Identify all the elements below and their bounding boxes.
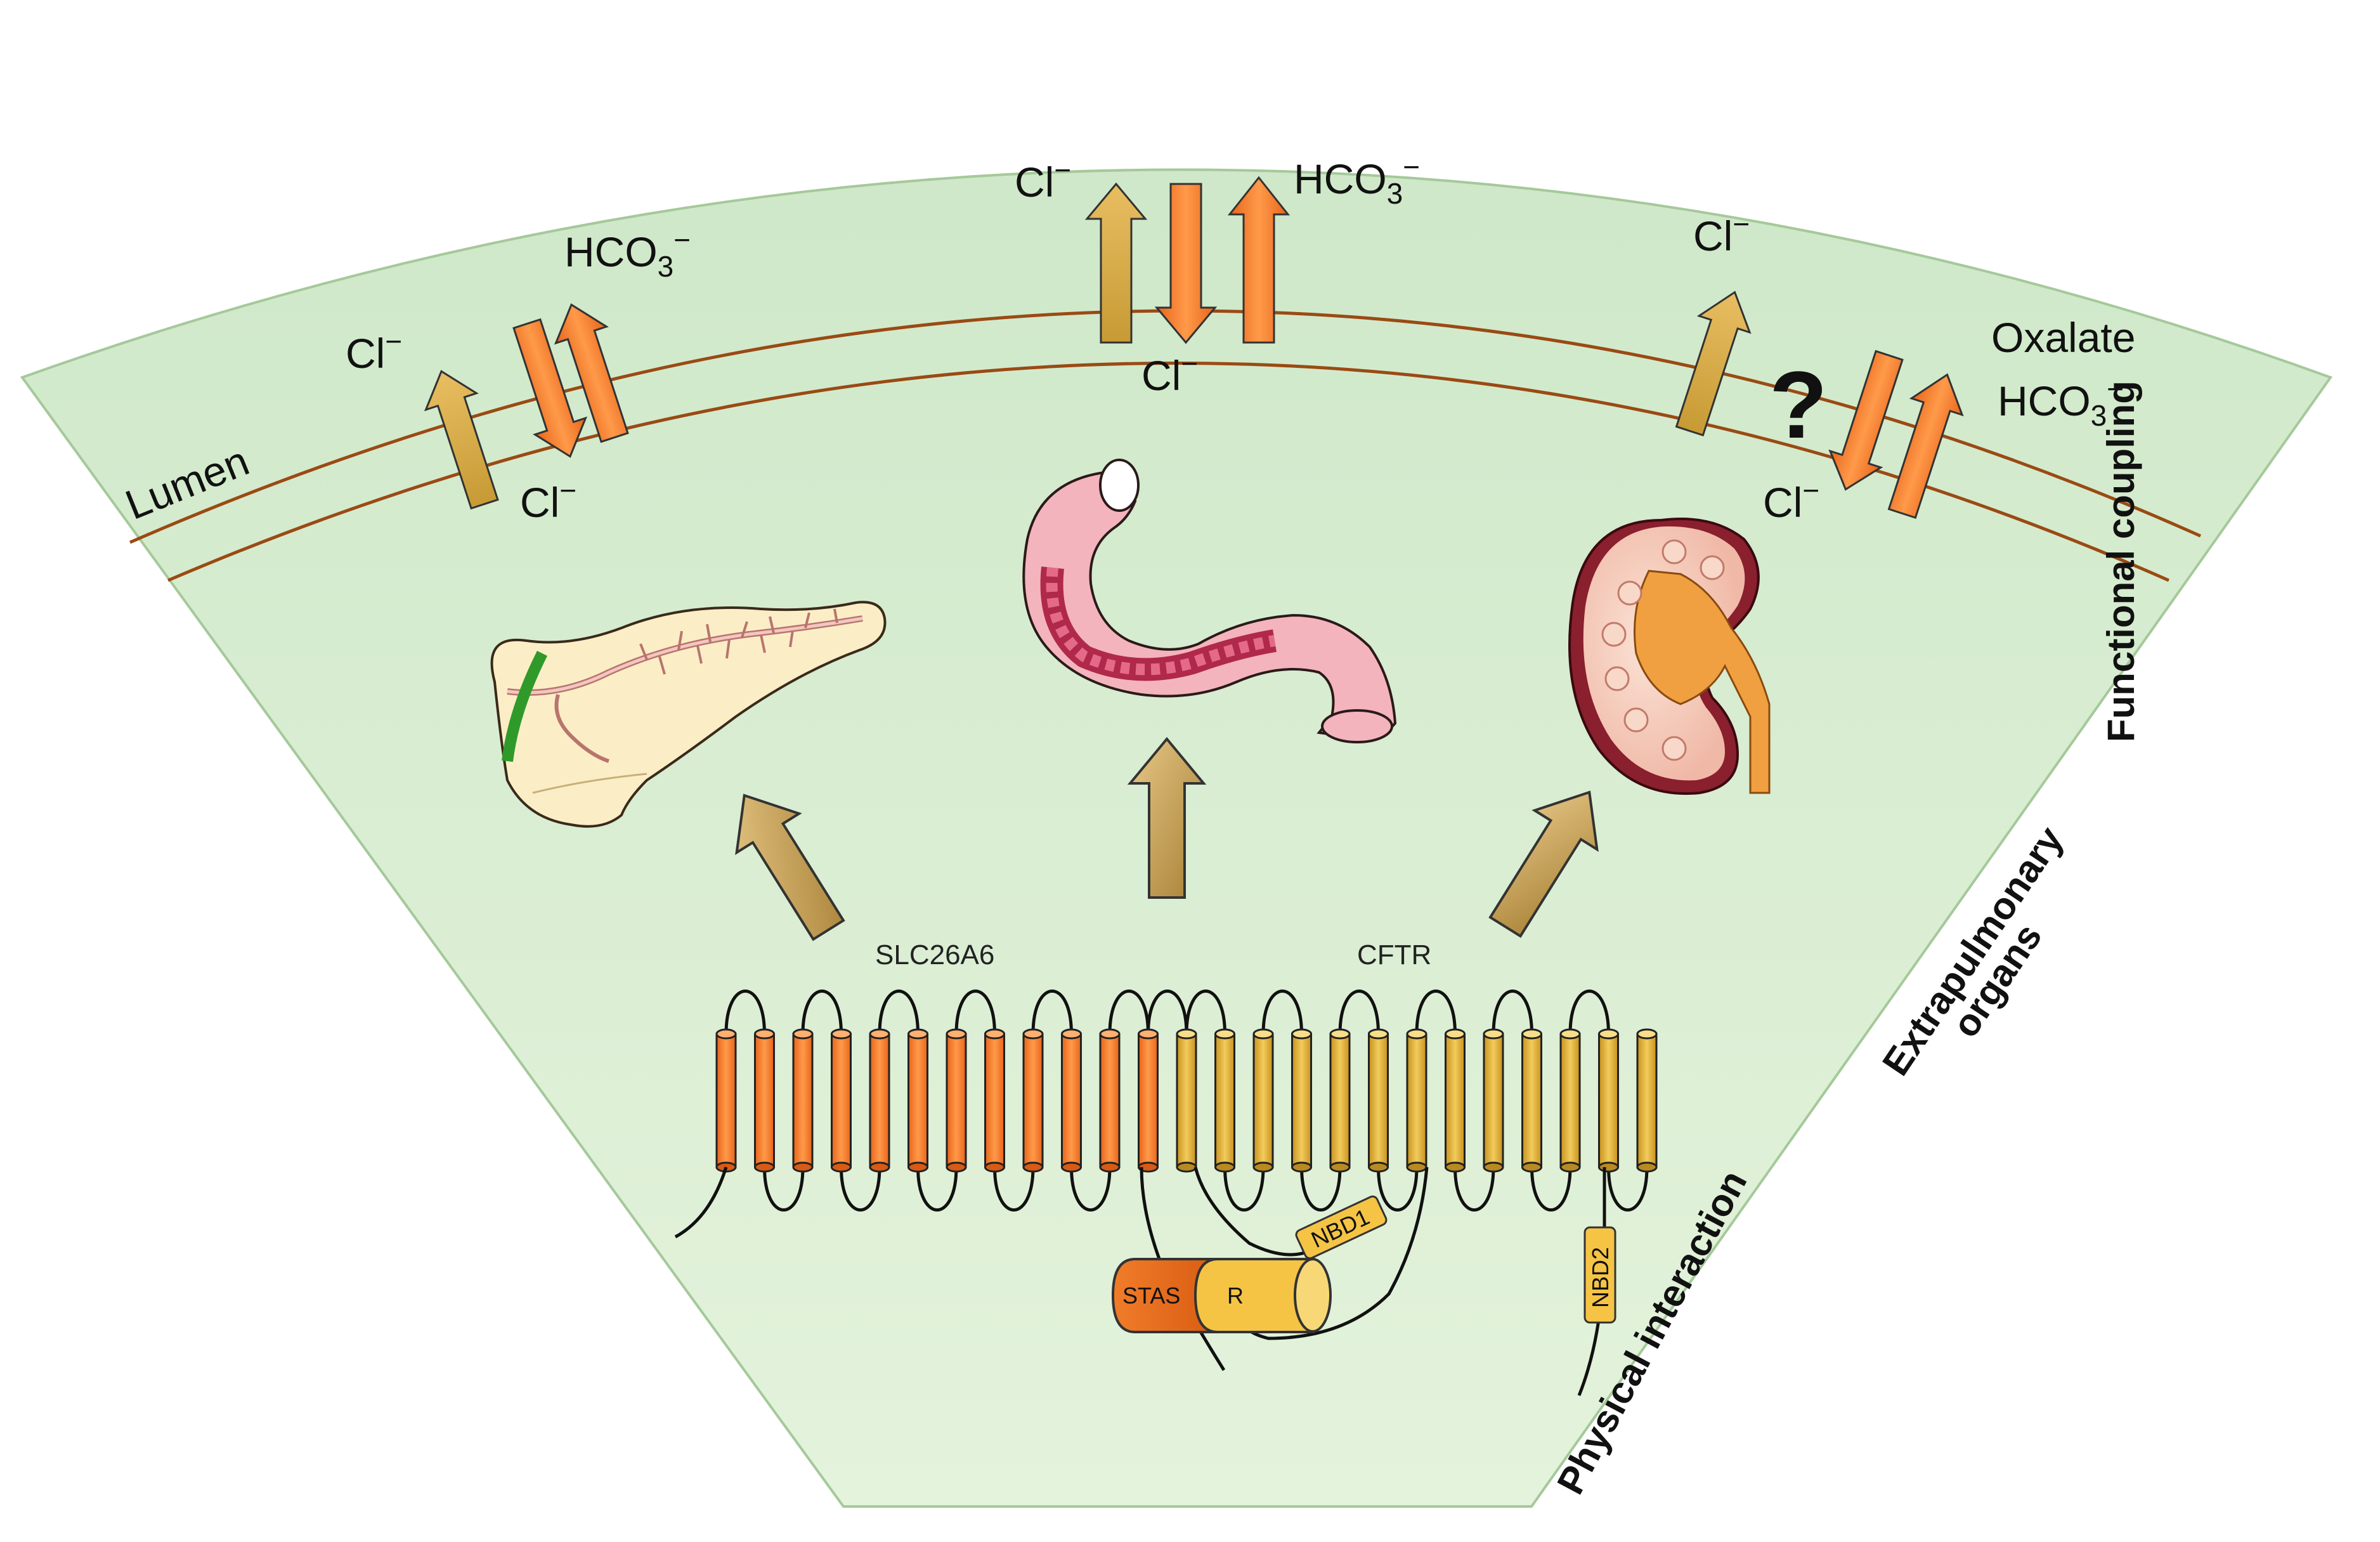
slc26a6-helix: [984, 1028, 1005, 1173]
cftr-label: CFTR: [1357, 939, 1431, 970]
helix-loop: [724, 990, 766, 1035]
cftr-helix: [1176, 1028, 1197, 1173]
cftr-helix: [1521, 1028, 1542, 1173]
transmembrane-helices: [715, 1028, 1658, 1173]
helix-loop: [1607, 1166, 1649, 1212]
left-cl-out-label: Cl−: [346, 325, 402, 377]
nbd2-domain: NBD2: [1583, 1226, 1616, 1324]
left-hco3-label: HCO3−: [564, 223, 691, 283]
slc26a6-helix: [754, 1028, 775, 1173]
slc26a6-helix: [1138, 1028, 1159, 1173]
r-domain: R: [1193, 1258, 1332, 1333]
helix-loop: [1530, 1166, 1572, 1212]
slc26a6-helix: [1022, 1028, 1044, 1173]
cftr-n-terminal-tail: [1193, 1166, 1314, 1257]
helix-loop: [1261, 990, 1303, 1035]
helix-loop: [1568, 990, 1610, 1035]
slc26a6-helix: [946, 1028, 967, 1173]
kidney-illustration: [1568, 518, 1771, 795]
left-cl-efflux-arrow: [424, 370, 499, 510]
right-cl-in-label: Cl−: [1763, 474, 1819, 526]
slc26a6-helix: [869, 1028, 890, 1173]
helix-loop: [1492, 990, 1533, 1035]
right-oxalate-label: Oxalate: [1991, 314, 2135, 361]
pancreas-pointer-arrow: [735, 794, 845, 941]
helix-loop: [878, 990, 920, 1035]
helix-loop: [916, 1166, 958, 1212]
svg-text:R: R: [1227, 1283, 1244, 1309]
functional-coupling-label: Functional coupling: [2100, 381, 2142, 742]
slc26a6-helix: [1061, 1028, 1082, 1173]
cftr-r-link: [1241, 1166, 1429, 1340]
helix-loop: [1338, 990, 1380, 1035]
right-cl-out-label: Cl−: [1693, 207, 1750, 259]
helix-loop: [1377, 1166, 1419, 1212]
mid-cl-in-label: Cl−: [1141, 347, 1198, 399]
left-hco3-efflux-arrow: [554, 303, 629, 443]
helix-loop: [1108, 990, 1150, 1035]
helix-loop: [1185, 990, 1226, 1035]
intestine-pointer-arrow: [1127, 736, 1207, 899]
cftr-helix: [1559, 1028, 1581, 1173]
cftr-helix: [1445, 1028, 1466, 1173]
helix-loop: [840, 1166, 881, 1212]
helix-loop: [1415, 990, 1457, 1035]
cftr-helix: [1252, 1028, 1274, 1173]
cftr-helix: [1329, 1028, 1351, 1173]
cftr-helix: [1368, 1028, 1389, 1173]
right-oxalate-efflux-arrow: [1887, 373, 1964, 519]
cftr-helix: [1406, 1028, 1427, 1173]
slc26a6-helix: [715, 1028, 737, 1173]
helix-loop: [1147, 990, 1188, 1035]
mid-cl-out-label: Cl−: [1015, 154, 1071, 206]
helix-loop: [1453, 1166, 1495, 1212]
helix-loop: [801, 990, 843, 1035]
right-hco3-label: HCO3−: [1998, 372, 2124, 432]
transmembrane-loops: [724, 990, 1649, 1212]
slc26a6-helix: [907, 1028, 928, 1173]
cftr-helix: [1291, 1028, 1312, 1173]
helix-loop: [1070, 1166, 1112, 1212]
intestine-illustration: [1022, 459, 1397, 743]
slc26a6-helix: [831, 1028, 852, 1173]
right-question-mark: ?: [1769, 351, 1828, 458]
slc26a6-label: SLC26A6: [875, 939, 994, 970]
slc26a6-helix: [1099, 1028, 1121, 1173]
mid-cl-efflux-arrow: [1084, 182, 1148, 344]
right-cl-efflux-arrow: [1675, 291, 1752, 437]
cftr-helix: [1483, 1028, 1504, 1173]
pancreas-illustration: [490, 601, 887, 828]
cftr-helix: [1598, 1028, 1619, 1173]
cftr-helix: [1214, 1028, 1235, 1173]
mid-hco3-label: HCO3−: [1294, 150, 1420, 210]
slc26a6-n-terminal-tail: [674, 1166, 728, 1239]
svg-text:STAS: STAS: [1122, 1283, 1180, 1309]
slc26a6-helix: [792, 1028, 814, 1173]
helix-loop: [1223, 1166, 1265, 1212]
mid-hco3-efflux-arrow: [1227, 176, 1291, 344]
helix-loop: [954, 990, 996, 1035]
helix-loop: [1300, 1166, 1342, 1212]
stas-domain: STAS: [1111, 1258, 1219, 1333]
svg-text:NBD2: NBD2: [1587, 1247, 1613, 1308]
helix-loop: [1031, 990, 1073, 1035]
kidney-pointer-arrow: [1488, 790, 1599, 938]
left-cl-in-label: Cl−: [520, 474, 576, 526]
right-cl-influx-arrow: [1828, 350, 1904, 491]
helix-loop: [993, 1166, 1035, 1212]
helix-loop: [763, 1166, 805, 1212]
mid-cl-influx-arrow: [1154, 183, 1218, 344]
cftr-helix: [1636, 1028, 1658, 1173]
left-cl-influx-arrow: [512, 318, 588, 458]
